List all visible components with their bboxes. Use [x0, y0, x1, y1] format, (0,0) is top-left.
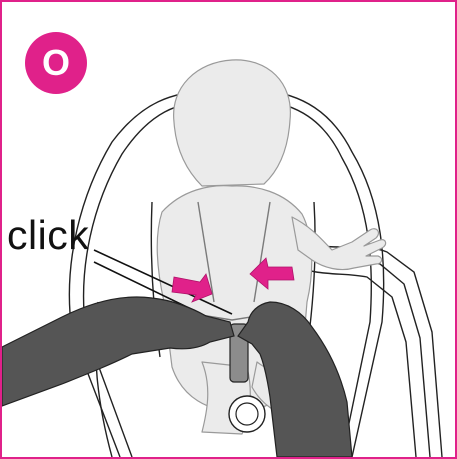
- buckle: [228, 323, 266, 433]
- click-caption: click: [7, 212, 90, 258]
- step-badge: O: [25, 32, 87, 94]
- hand-right: [237, 301, 353, 457]
- pink-squeeze-arrow-right-icon: [249, 257, 295, 290]
- step-letter: O: [41, 42, 70, 83]
- pink-squeeze-arrow-left-icon: [171, 273, 213, 303]
- hand-left: [2, 296, 235, 407]
